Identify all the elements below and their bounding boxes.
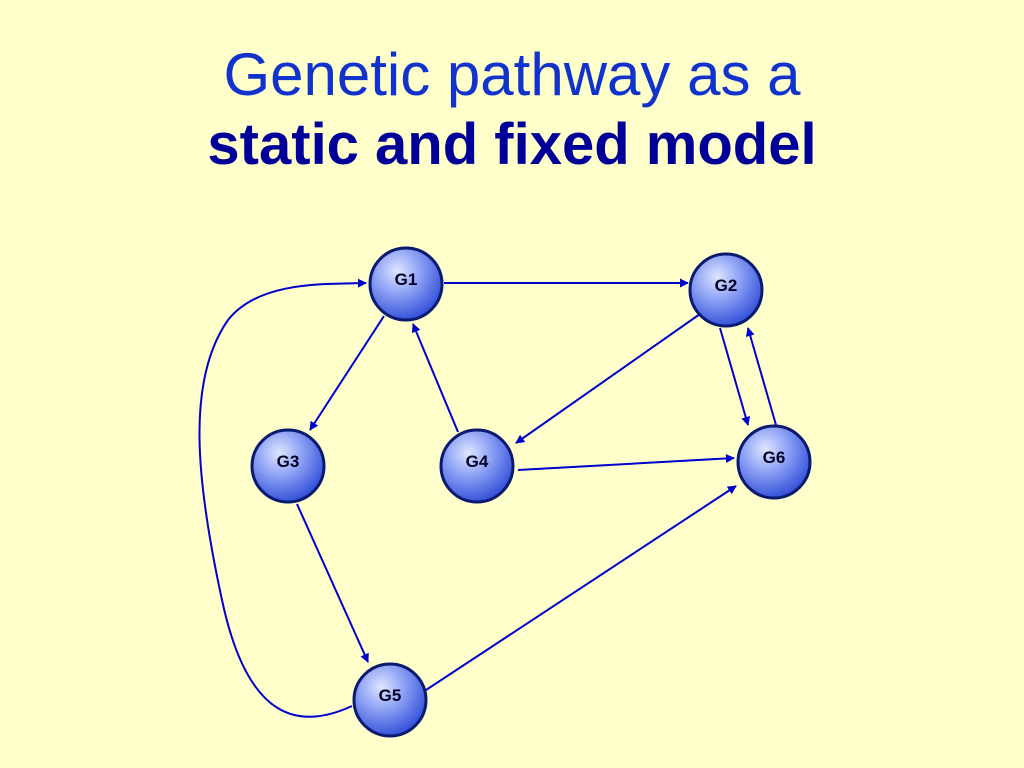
node-label-g1: G1 [395, 270, 418, 289]
nodes: G1 G2 G3 G4 G5 G6 [250, 246, 812, 738]
node-label-g4: G4 [466, 452, 489, 471]
node-label-g5: G5 [379, 686, 402, 705]
node-label-g6: G6 [763, 448, 786, 467]
edge-g2-g4 [515, 313, 701, 444]
node-label-g2: G2 [715, 276, 738, 295]
edges [198, 278, 777, 718]
edge-g5-g1 [198, 278, 367, 718]
node-g3[interactable]: G3 [250, 428, 326, 504]
slide-title: Genetic pathway as a static and fixed mo… [0, 40, 1024, 179]
node-g4[interactable]: G4 [439, 428, 515, 504]
node-g6[interactable]: G6 [736, 424, 812, 500]
node-g2[interactable]: G2 [688, 252, 764, 328]
edge-g4-g6 [517, 453, 735, 471]
title-line-2: static and fixed model [207, 111, 817, 177]
title-line-1: Genetic pathway as a [223, 41, 801, 108]
edge-g4-g1 [411, 323, 459, 433]
edge-g6-g2 [745, 327, 777, 426]
edge-g3-g5 [296, 503, 369, 663]
edge-g2-g6 [719, 327, 751, 426]
node-g1[interactable]: G1 [368, 246, 444, 322]
edge-g5-g6 [425, 485, 737, 691]
node-g5[interactable]: G5 [352, 662, 428, 738]
node-label-g3: G3 [277, 452, 300, 471]
edge-g1-g3 [309, 315, 385, 431]
